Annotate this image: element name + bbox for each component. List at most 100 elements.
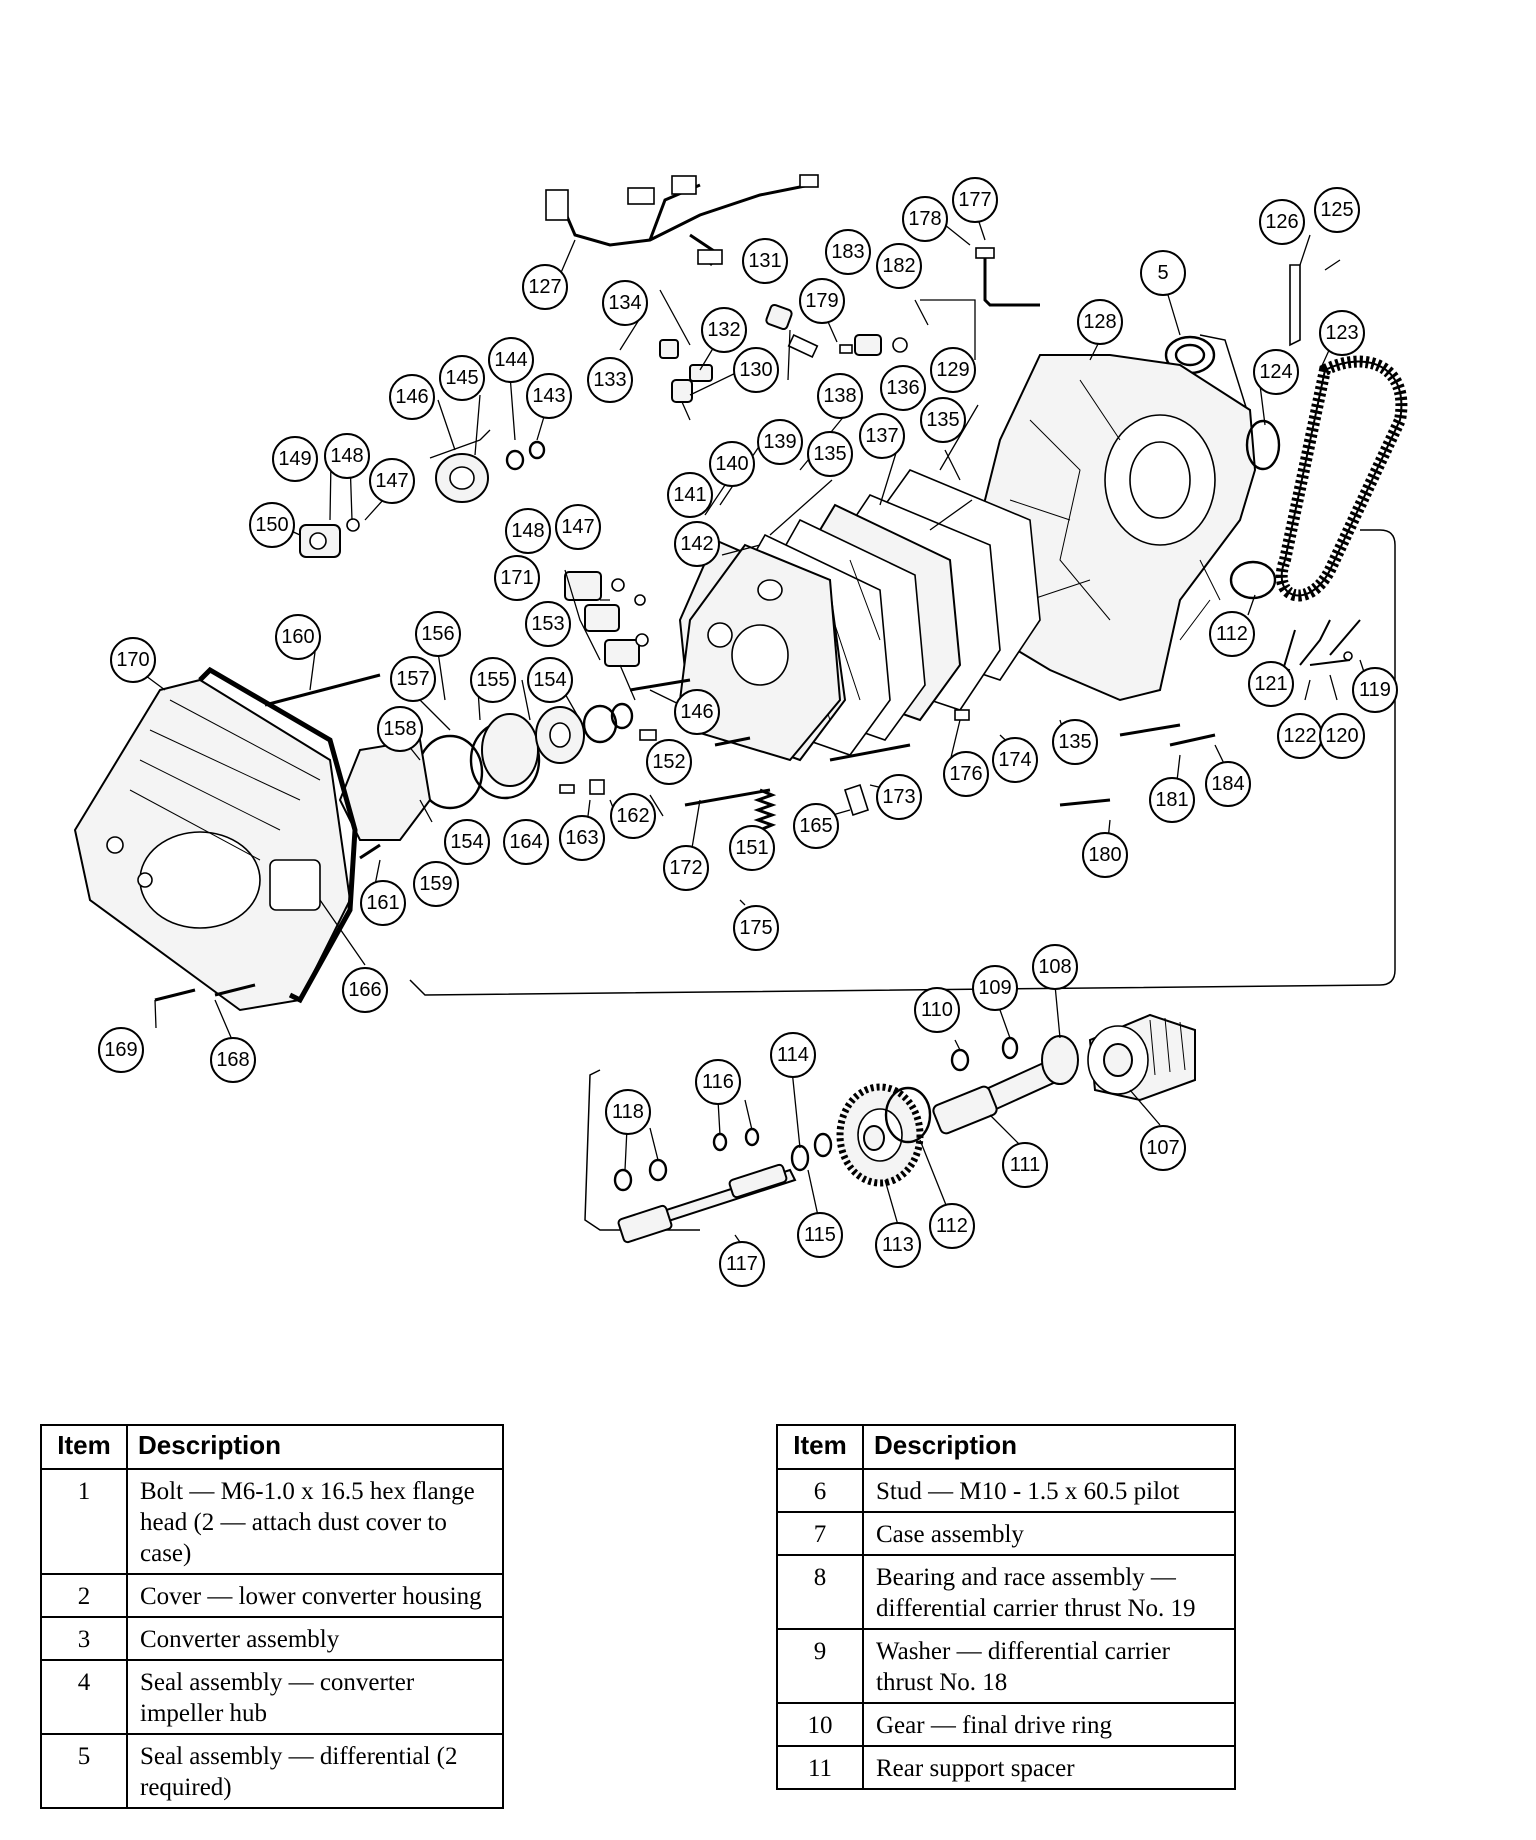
callout-144: 144 <box>488 337 534 383</box>
exploded-parts-diagram: 127 134 131 132 133 130 183 182 179 178 … <box>73 174 1408 1287</box>
callout-125: 125 <box>1314 187 1360 233</box>
output-shaft <box>932 1058 1062 1135</box>
callout-5: 5 <box>1140 250 1186 296</box>
item-number: 7 <box>776 1511 864 1556</box>
callout-135c: 135 <box>1052 719 1098 765</box>
item-description: Bearing and race assembly — differential… <box>862 1554 1236 1630</box>
callout-147b: 147 <box>555 504 601 550</box>
callout-152: 152 <box>646 739 692 785</box>
callout-116: 116 <box>695 1059 741 1105</box>
svg-text:172: 172 <box>669 857 702 879</box>
table-row: 5 Seal assembly — differential (2 requir… <box>40 1733 504 1809</box>
callout-154b: 154 <box>444 819 490 865</box>
svg-text:183: 183 <box>831 241 864 263</box>
table-row: 3 Converter assembly <box>40 1616 504 1661</box>
svg-text:168: 168 <box>216 1049 249 1071</box>
callout-147: 147 <box>369 458 415 504</box>
svg-text:152: 152 <box>652 751 685 773</box>
item-number: 2 <box>40 1573 128 1618</box>
svg-text:154: 154 <box>450 831 483 853</box>
callout-112: 112 <box>1209 611 1255 657</box>
callout-157: 157 <box>390 656 436 702</box>
item-number: 9 <box>776 1628 864 1704</box>
table-row: 9 Washer — differential carrier thrust N… <box>776 1628 1236 1704</box>
bolt-assembly-177 <box>920 247 1040 360</box>
callout-150: 150 <box>249 502 295 548</box>
svg-text:155: 155 <box>476 669 509 691</box>
callout-159: 159 <box>413 861 459 907</box>
description-column-header: Description <box>862 1424 1236 1470</box>
callout-169: 169 <box>98 1027 144 1073</box>
solenoid-small-parts <box>659 303 908 421</box>
item-description: Seal assembly — differential (2 required… <box>126 1733 504 1809</box>
lower-valve-body <box>678 543 842 762</box>
callout-108: 108 <box>1032 944 1078 990</box>
svg-text:123: 123 <box>1325 322 1358 344</box>
svg-text:162: 162 <box>616 805 649 827</box>
callout-117: 117 <box>719 1241 765 1287</box>
callout-142: 142 <box>674 521 720 567</box>
svg-text:138: 138 <box>823 385 856 407</box>
item-number: 1 <box>40 1468 128 1575</box>
svg-text:146: 146 <box>680 701 713 723</box>
callout-130: 130 <box>733 347 779 393</box>
svg-text:148: 148 <box>330 445 363 467</box>
callout-172: 172 <box>663 845 709 891</box>
callout-135: 135 <box>920 397 966 443</box>
plug-165 <box>843 783 870 817</box>
final-drive-gear <box>836 1083 924 1187</box>
item-description: Bolt — M6-1.0 x 16.5 hex flange head (2 … <box>126 1468 504 1575</box>
callout-182: 182 <box>876 243 922 289</box>
parts-table-right: Item Description 6 Stud — M10 - 1.5 x 60… <box>776 1424 1236 1790</box>
callout-181: 181 <box>1149 777 1195 823</box>
callout-110: 110 <box>914 987 960 1033</box>
svg-text:180: 180 <box>1088 844 1121 866</box>
svg-text:150: 150 <box>255 514 288 536</box>
svg-text:175: 175 <box>739 917 772 939</box>
callout-156: 156 <box>415 611 461 657</box>
o-ring-112 <box>1229 560 1277 600</box>
svg-text:182: 182 <box>882 255 915 277</box>
callout-111: 111 <box>1002 1142 1048 1188</box>
table-row: 6 Stud — M10 - 1.5 x 60.5 pilot <box>776 1468 1236 1513</box>
callout-176: 176 <box>943 751 989 797</box>
stud-126 <box>1289 264 1301 347</box>
callout-118: 118 <box>605 1089 651 1135</box>
spring-151 <box>753 788 777 832</box>
svg-text:111: 111 <box>1010 1154 1040 1176</box>
callout-124: 124 <box>1253 349 1299 395</box>
svg-text:117: 117 <box>726 1253 758 1275</box>
svg-text:129: 129 <box>936 359 969 381</box>
wiring-harness <box>545 174 819 267</box>
callout-122: 122 <box>1277 713 1323 759</box>
svg-text:109: 109 <box>978 977 1011 999</box>
callout-149: 149 <box>272 436 318 482</box>
callout-141: 141 <box>667 472 713 518</box>
callout-123: 123 <box>1319 310 1365 356</box>
svg-text:135: 135 <box>926 409 959 431</box>
svg-text:173: 173 <box>882 786 915 808</box>
seal-rings-116 <box>712 1127 760 1152</box>
item-column-header: Item <box>40 1424 128 1470</box>
svg-text:159: 159 <box>419 873 452 895</box>
table-row: 10 Gear — final drive ring <box>776 1702 1236 1747</box>
item-number: 10 <box>776 1702 864 1747</box>
callout-127: 127 <box>522 264 568 310</box>
callout-131: 131 <box>742 238 788 284</box>
item-description: Cover — lower converter housing <box>126 1573 504 1618</box>
leader-lines <box>137 209 1371 1246</box>
svg-text:121: 121 <box>1254 673 1287 695</box>
table-row: 7 Case assembly <box>776 1511 1236 1556</box>
svg-text:135: 135 <box>1058 731 1091 753</box>
svg-text:137: 137 <box>865 425 898 447</box>
svg-text:148: 148 <box>511 520 544 542</box>
item-number: 11 <box>776 1745 864 1790</box>
svg-text:133: 133 <box>593 369 626 391</box>
callout-165: 165 <box>793 803 839 849</box>
svg-text:132: 132 <box>707 319 740 341</box>
callout-174: 174 <box>992 737 1038 783</box>
callout-136: 136 <box>880 365 926 411</box>
callout-134: 134 <box>602 280 648 326</box>
svg-text:184: 184 <box>1211 773 1244 795</box>
callout-113: 113 <box>875 1222 921 1268</box>
